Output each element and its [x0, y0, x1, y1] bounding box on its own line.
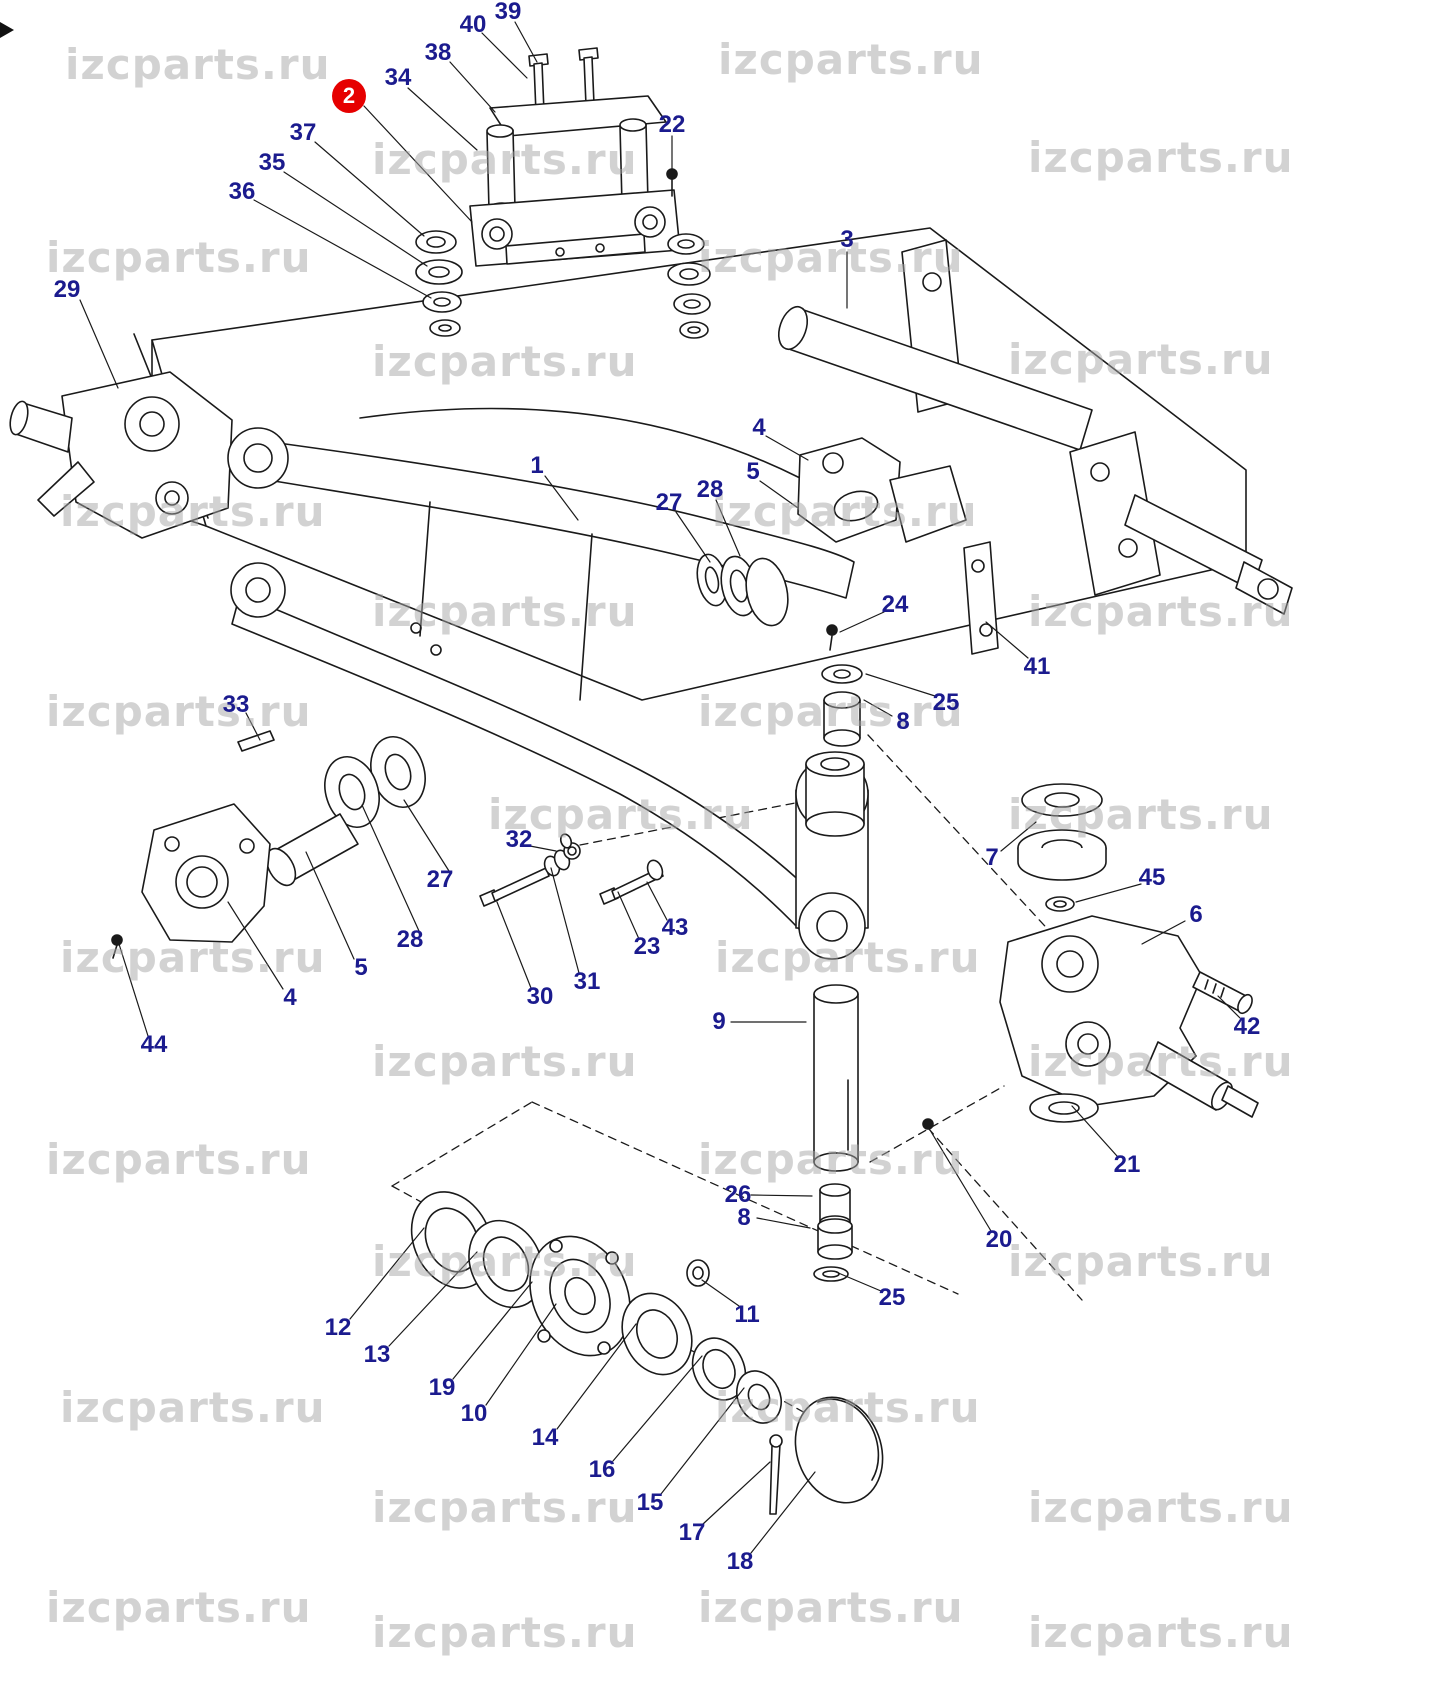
part-number-callout: 38 [424, 39, 452, 66]
left-steering-knuckle [9, 371, 233, 539]
part-number-callout: 35 [258, 149, 286, 176]
part-number-callout: 25 [878, 1284, 906, 1311]
part-number-callout: 17 [678, 1519, 706, 1546]
part-number-callout: 40 [459, 11, 487, 38]
right-steering-knuckle [999, 915, 1259, 1123]
part-number-callout: 19 [428, 1374, 456, 1401]
part-number-callout: 27 [426, 866, 454, 893]
part-number-callout: 22 [658, 111, 686, 138]
part-number-callout: 20 [985, 1226, 1013, 1253]
corner-mark [0, 22, 14, 38]
part-number-callout: 13 [363, 1341, 391, 1368]
part-number-callout: 5 [746, 458, 760, 485]
cylinder-bracket [797, 437, 967, 543]
part-number-callout: 18 [726, 1548, 754, 1575]
part-number-callout: 25 [932, 689, 960, 716]
part-number-callout: 32 [505, 826, 533, 853]
part-number-callout: 3 [840, 226, 854, 253]
part-number-callout: 16 [588, 1456, 616, 1483]
king-pin [813, 984, 934, 1282]
part-number-callout: 4 [752, 414, 766, 441]
part-number-callout: 8 [737, 1204, 751, 1231]
top-bracket-assembly [469, 47, 681, 267]
part-number-callout: 43 [661, 914, 689, 941]
part-number-callout: 5 [354, 954, 368, 981]
wheel-hub-assembly [410, 1191, 884, 1515]
right-bearing-stack [1017, 783, 1107, 912]
tie-plate [963, 541, 999, 655]
part-number-callout: 39 [494, 0, 522, 25]
part-number-callout: 23 [633, 933, 661, 960]
part-number-callout: 37 [289, 119, 317, 146]
part-number-callout: 4 [283, 984, 297, 1011]
part-number-callout: 33 [222, 691, 250, 718]
part-number-callout: 30 [526, 983, 554, 1010]
steering-cylinder [777, 305, 1293, 615]
part-number-callout: 41 [1023, 653, 1051, 680]
part-number-callout: 45 [1138, 864, 1166, 891]
part-number-callout: 1 [530, 452, 544, 479]
bushing-washer-stacks [415, 168, 711, 339]
part-number-callout: 26 [724, 1181, 752, 1208]
part-number-callout: 29 [53, 276, 81, 303]
kingpin-bushing-column [805, 624, 865, 837]
part-number-callout: 9 [712, 1008, 726, 1035]
leader-lines [79, 21, 1241, 1554]
part-number-callout: 24 [881, 591, 909, 618]
fastener-cluster [479, 833, 664, 907]
part-number-callout: 28 [396, 926, 424, 953]
pivot-washers-upper [696, 553, 789, 627]
part-number-callout: 15 [636, 1489, 664, 1516]
part-number-callout: 10 [460, 1400, 488, 1427]
part-number-callout: 21 [1113, 1151, 1141, 1178]
part-number-callout: 6 [1189, 901, 1203, 928]
part-number-callout: 31 [573, 968, 601, 995]
part-number-callout: 14 [531, 1424, 559, 1451]
part-number-callout: 42 [1233, 1013, 1261, 1040]
part-number-callout: 44 [140, 1031, 168, 1058]
part-number-callout: 7 [985, 844, 999, 871]
tie-rod-end [1192, 971, 1253, 1015]
part-number-callout: 27 [655, 489, 683, 516]
part-number-callout: 11 [734, 1301, 760, 1328]
part-number-callout: 28 [696, 476, 724, 503]
pivot-pin-group [111, 730, 426, 959]
part-number-callout: 36 [228, 178, 256, 205]
part-number-callout-highlighted: 2 [332, 79, 366, 113]
part-number-callout: 12 [324, 1314, 352, 1341]
part-number-callout: 8 [896, 708, 910, 735]
part-number-callout: 34 [384, 64, 412, 91]
